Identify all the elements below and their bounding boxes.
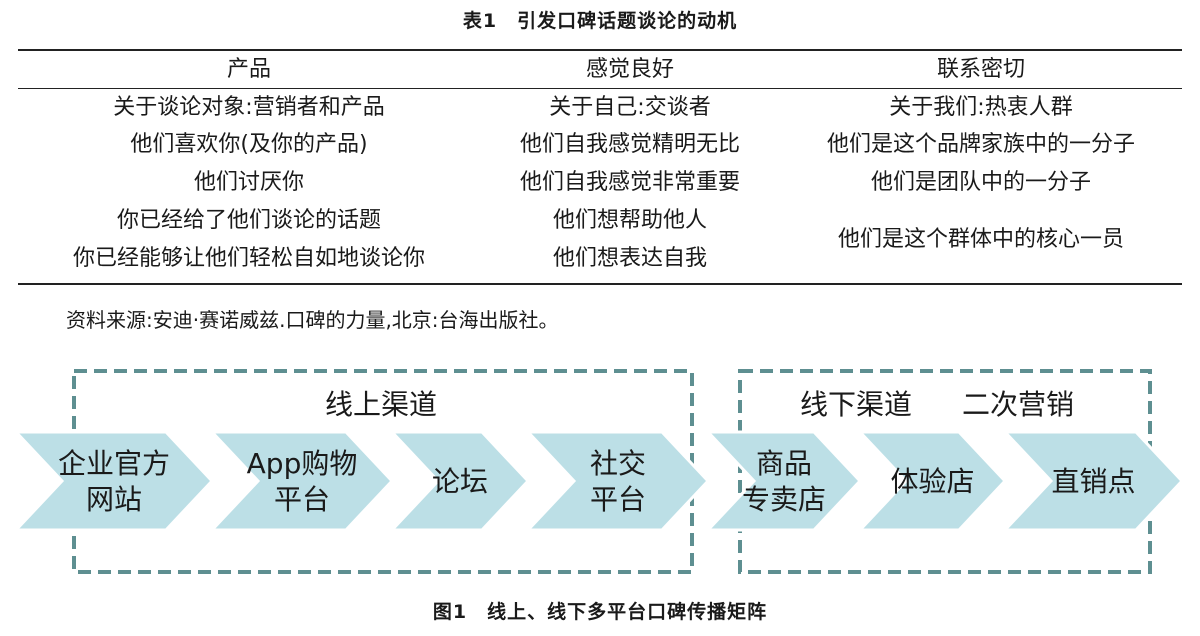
table-cell: 他们是这个群体中的核心一员: [837, 227, 1124, 252]
online-channel-label: 线上渠道: [325, 388, 437, 421]
chevron-step-label: 体验店: [890, 465, 974, 498]
table-top-rule: [18, 49, 1182, 51]
chevron-step: [1001, 430, 1185, 532]
table-cell: 他们自我感觉非常重要: [519, 170, 740, 195]
table-bottom-rule: [18, 283, 1182, 285]
table-header-rule: [18, 88, 1182, 89]
column-cells: 关于自己:交谈者 他们自我感觉精明无比 他们自我感觉非常重要 他们想帮助他人 他…: [480, 88, 780, 284]
table-column-product: 产品 关于谈论对象:营销者和产品 他们喜欢你(及你的产品) 他们讨厌你 你已经给…: [18, 52, 480, 284]
online-channel-box: [72, 369, 694, 574]
table-column-feel-good: 感觉良好 关于自己:交谈者 他们自我感觉精明无比 他们自我感觉非常重要 他们想帮…: [480, 52, 780, 284]
chevron-step-label: 企业官方: [58, 447, 170, 480]
column-cells: 关于我们:热衷人群 他们是这个品牌家族中的一分子 他们是团队中的一分子 他们是这…: [780, 88, 1182, 284]
online-label-bg: [300, 384, 460, 424]
chevron-step-label: App购物: [247, 447, 358, 480]
table-cell: 关于谈论对象:营销者和产品: [113, 95, 385, 120]
column-header: 产品: [226, 57, 271, 82]
chevron-step-label: 专卖店: [742, 483, 826, 516]
table-cell: 关于自己:交谈者: [549, 95, 711, 120]
chevron-step: [388, 430, 531, 532]
secondary-marketing-label: 二次营销: [962, 388, 1074, 421]
offline-channel-label: 线下渠道: [800, 388, 912, 421]
chevron-step-label: 网站: [86, 483, 142, 516]
table-column-connection: 联系密切 关于我们:热衷人群 他们是这个品牌家族中的一分子 他们是团队中的一分子…: [780, 52, 1182, 284]
chevron-step: [704, 430, 863, 532]
chevron-steps: 企业官方网站App购物平台论坛社交平台商品专卖店体验店直销点: [12, 430, 1185, 532]
table-source-note: 资料来源:安迪·赛诺威兹.口碑的力量,北京:台海出版社。: [66, 308, 559, 332]
table-title: 表1 引发口碑话题谈论的动机: [462, 10, 738, 32]
column-header: 联系密切: [936, 57, 1025, 82]
chevron-step-label: 平台: [274, 483, 330, 516]
table-cell: 你已经能够让他们轻松自如地谈论你: [72, 246, 425, 271]
chevron-step: [856, 430, 1008, 532]
chevron-step: [524, 430, 711, 532]
figure-caption: 图1 线上、线下多平台口碑传播矩阵: [432, 601, 768, 623]
table-cell: 他们喜欢你(及你的产品): [130, 132, 368, 157]
chevron-step-label: 论坛: [432, 465, 488, 498]
chevron-step-label: 社交: [590, 447, 646, 480]
chevron-step-label: 直销点: [1051, 465, 1135, 498]
table-cell: 他们想帮助他人: [552, 208, 707, 233]
chevron-step-label: 商品: [756, 447, 812, 480]
table-cell: 你已经给了他们谈论的话题: [116, 208, 381, 233]
table-cell: 关于我们:热衷人群: [889, 95, 1073, 120]
channel-flow-diagram: 线上渠道 线下渠道 二次营销 企业官方网站App购物平台论坛社交平台商品专卖店体…: [12, 369, 1185, 574]
column-cells: 关于谈论对象:营销者和产品 他们喜欢你(及你的产品) 他们讨厌你 你已经给了他们…: [18, 88, 480, 284]
table-cell: 他们想表达自我: [552, 246, 707, 271]
column-header: 感觉良好: [585, 57, 674, 82]
table-cell: 他们是团队中的一分子: [870, 170, 1091, 195]
chevron-step: [208, 430, 395, 532]
chevron-step: [12, 430, 215, 532]
table-cell: 他们自我感觉精明无比: [519, 132, 740, 157]
chevron-step-label: 平台: [590, 483, 646, 516]
table-cell: 他们讨厌你: [193, 170, 304, 195]
table-cell: 他们是这个品牌家族中的一分子: [826, 132, 1135, 157]
